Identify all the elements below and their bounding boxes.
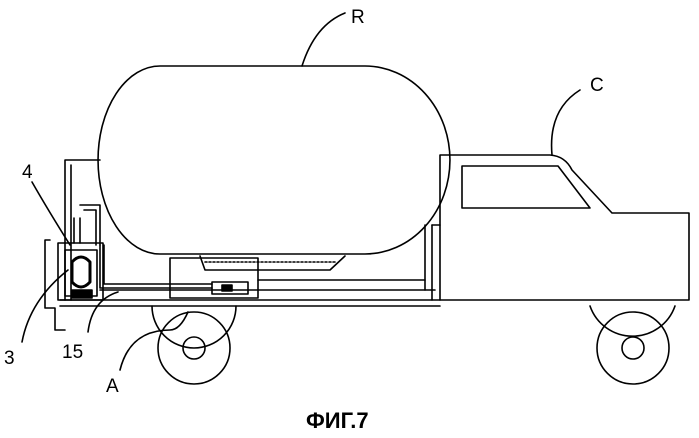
leader-C — [552, 90, 580, 155]
rear-bracket — [45, 240, 65, 330]
label-15: 15 — [62, 342, 83, 363]
front-wheel — [590, 306, 675, 384]
rear-wheel — [152, 306, 236, 384]
label-C: C — [590, 75, 604, 96]
label-4: 4 — [22, 162, 33, 183]
tank — [98, 66, 450, 254]
label-A: A — [106, 376, 119, 397]
valve-housing — [170, 258, 258, 298]
figure-caption: ФИГ.7 — [306, 408, 369, 433]
pipe — [100, 245, 212, 288]
label-3: 3 — [4, 348, 15, 369]
leader-R — [302, 13, 345, 66]
truck-cab — [432, 155, 689, 300]
label-R: R — [351, 7, 365, 28]
